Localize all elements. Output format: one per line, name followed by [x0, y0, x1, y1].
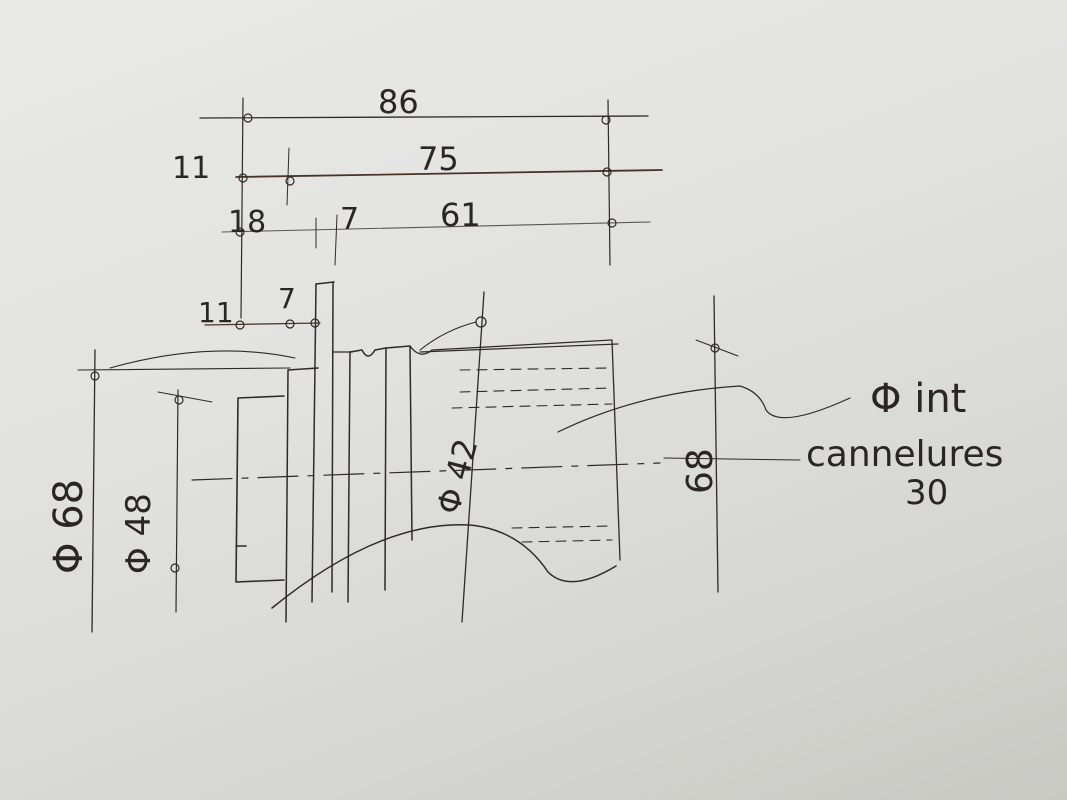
- dim-11-left: 11: [172, 151, 210, 186]
- dim-line-86: [199, 115, 649, 119]
- dim-86: 86: [378, 83, 419, 121]
- dim-75: 75: [418, 140, 459, 178]
- part-outline: [77, 281, 851, 633]
- note-line-1: Φ int: [870, 376, 966, 422]
- diameter-48-label: Φ 48: [119, 493, 159, 574]
- dimension-lines: [199, 97, 663, 330]
- diameter-68-right-label: 68: [680, 448, 721, 494]
- dim-line-61: [221, 221, 651, 233]
- note-line-3: 30: [905, 473, 948, 513]
- ext-line-left: [240, 97, 244, 319]
- dim-line-75: [235, 169, 663, 178]
- diameter-68-label: Φ 68: [46, 479, 92, 574]
- note-line-2: cannelures: [806, 434, 1003, 475]
- ext-line-right: [607, 99, 611, 266]
- dim-line-11-7: [204, 322, 321, 326]
- dim-7-flange: 7: [278, 282, 296, 315]
- dim-61: 61: [440, 196, 481, 234]
- dim-18: 18: [228, 205, 266, 240]
- diameter-42-label: Φ 42: [429, 435, 485, 518]
- dim-11-flange: 11: [198, 296, 234, 329]
- dim-7-groove: 7: [340, 202, 359, 237]
